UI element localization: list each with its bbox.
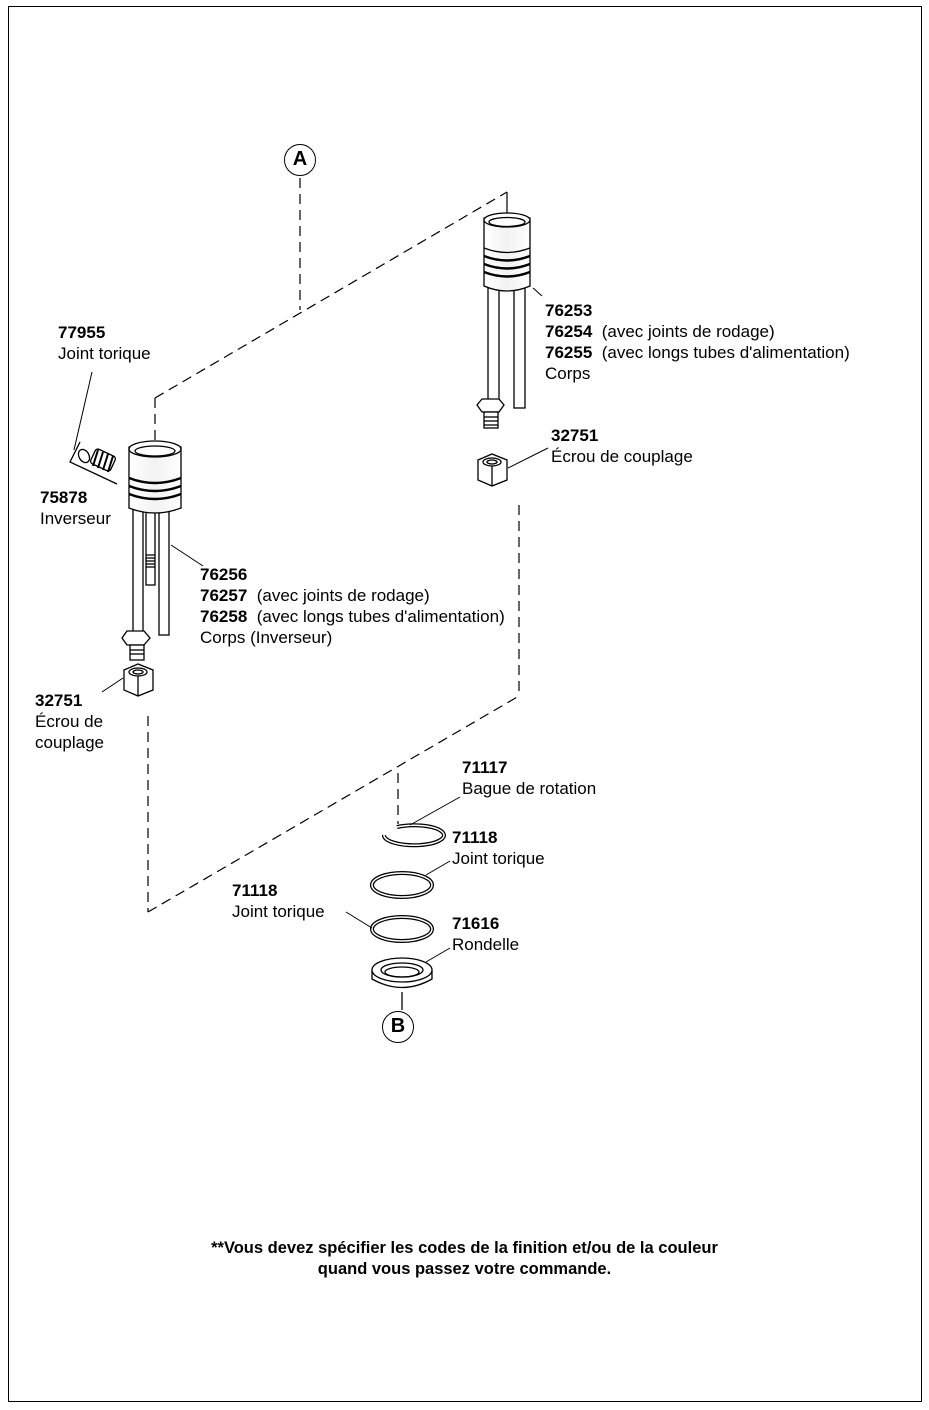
label-76256-group: 76256 76257 (avec joints de rodage) 7625… (200, 564, 505, 648)
valve-body-right (476, 192, 531, 429)
part-number: 76257 (200, 586, 248, 605)
part-number: 76253 (545, 301, 593, 320)
footnote-line-2: quand vous passez votre commande. (317, 1260, 612, 1278)
part-number: 32751 (35, 691, 83, 710)
part-number: 75878 (40, 488, 88, 507)
coupling-nut-right (477, 453, 508, 487)
part-number: 76255 (545, 343, 593, 362)
coupling-nut-left (123, 663, 154, 697)
label-75878: 75878 Inverseur (40, 487, 111, 529)
marker-a: A (284, 144, 316, 176)
part-name: Bague de rotation (462, 779, 597, 798)
part-name: Joint torique (232, 902, 325, 921)
label-71118-right: 71118 Joint torique (452, 827, 545, 869)
label-71118-left: 71118 Joint torique (232, 880, 325, 922)
part-note: (avec longs tubes d'alimentation) (256, 607, 505, 626)
label-32751-left: 32751 Écrou de couplage (35, 690, 104, 753)
part-number: 32751 (551, 426, 599, 445)
part-number: 71117 (462, 758, 508, 777)
label-77955: 77955 Joint torique (58, 322, 151, 364)
label-71117: 71117 Bague de rotation (462, 757, 596, 799)
part-number: 76254 (545, 322, 593, 341)
part-note: (avec joints de rodage) (256, 586, 430, 605)
part-name: Écrou de (35, 712, 104, 731)
part-name: Rondelle (452, 935, 520, 954)
page-border (8, 6, 922, 1402)
part-number: 71118 (452, 828, 498, 847)
part-number: 76258 (200, 607, 248, 626)
marker-b: B (382, 1011, 414, 1043)
ring-stack (370, 823, 446, 1010)
part-number: 76256 (200, 565, 248, 584)
part-number: 77955 (58, 323, 106, 342)
part-name: Écrou de couplage (551, 447, 693, 466)
label-76253-group: 76253 76254 (avec joints de rodage) 7625… (545, 300, 850, 384)
part-number: 71616 (452, 914, 500, 933)
valve-body-left (121, 440, 182, 661)
label-32751-right: 32751 Écrou de couplage (551, 425, 693, 467)
part-number: 71118 (232, 881, 278, 900)
footnote-line-1: **Vous devez spécifier les codes de la f… (211, 1239, 718, 1257)
part-note: (avec longs tubes d'alimentation) (601, 343, 850, 362)
diverter-assembly (69, 441, 118, 485)
part-name: Joint torique (452, 849, 545, 868)
part-note: (avec joints de rodage) (601, 322, 775, 341)
part-name: Corps (Inverseur) (200, 628, 333, 647)
part-name: Joint torique (58, 344, 151, 363)
part-name: couplage (35, 733, 105, 752)
leader-lines (73, 287, 549, 963)
part-name: Inverseur (40, 509, 111, 528)
assembly-dashed-lines (147, 178, 520, 913)
part-name: Corps (545, 364, 591, 383)
label-71616: 71616 Rondelle (452, 913, 519, 955)
